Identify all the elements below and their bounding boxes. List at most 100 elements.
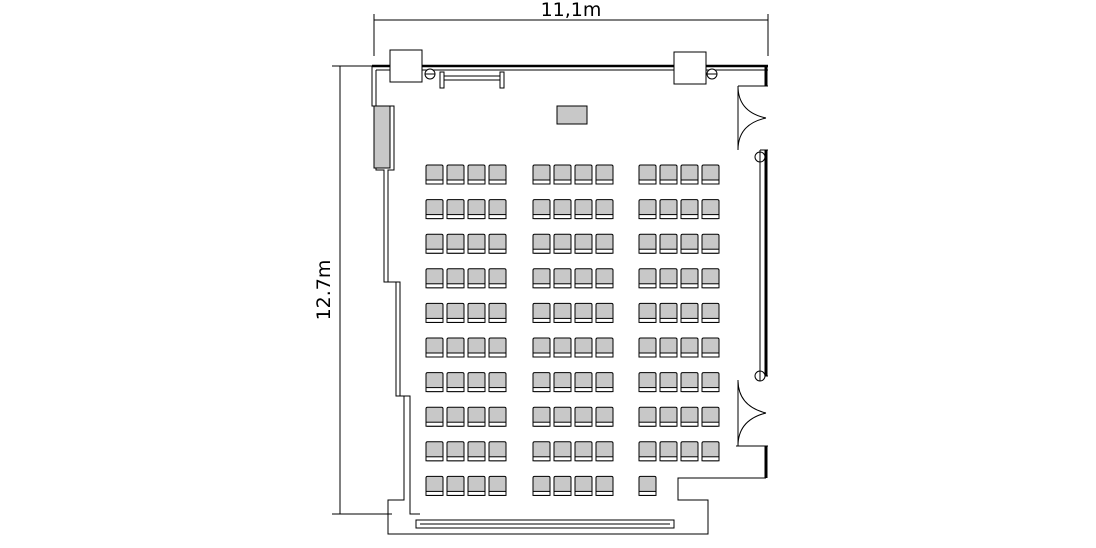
chair [425,406,444,427]
chair [701,441,720,462]
left-wall [371,66,416,535]
chair [701,164,720,185]
chair [553,337,572,358]
chair [532,441,551,462]
chair [574,164,593,185]
chair [467,372,486,393]
bottom-wall [409,477,766,535]
chair [680,372,699,393]
right-wall [736,85,768,478]
chair [425,441,444,462]
chair [467,302,486,323]
chair [467,475,486,496]
seating-area [425,164,720,496]
chair [680,199,699,220]
chair [659,337,678,358]
chair [659,233,678,254]
chair [553,199,572,220]
chair [425,302,444,323]
chair [595,164,614,185]
chair [446,337,465,358]
chair [595,199,614,220]
chair [595,475,614,496]
chair [574,372,593,393]
chair [574,441,593,462]
chair [638,337,657,358]
chair [488,441,507,462]
chair [446,475,465,496]
chair [574,199,593,220]
chair [467,233,486,254]
podium [556,105,588,125]
chair [446,164,465,185]
chair [701,233,720,254]
chair [595,406,614,427]
chair [574,475,593,496]
chair [595,268,614,289]
chair [425,372,444,393]
chair [638,233,657,254]
chair [532,302,551,323]
chair [638,372,657,393]
chair [638,164,657,185]
chair [638,268,657,289]
chair [574,268,593,289]
chair [659,164,678,185]
chair [467,441,486,462]
chair [446,199,465,220]
chair [553,372,572,393]
chair [574,233,593,254]
chair [488,199,507,220]
chair [488,406,507,427]
column-left [389,49,423,83]
chair [638,475,657,496]
double-door-upper [737,85,767,151]
chair [488,372,507,393]
chair [595,302,614,323]
projection-screen [439,71,505,89]
chair [638,441,657,462]
chair [467,337,486,358]
chair [680,268,699,289]
chair [701,406,720,427]
chair [659,372,678,393]
chair [488,475,507,496]
chair [488,164,507,185]
chair [467,268,486,289]
chair [532,372,551,393]
chair [467,164,486,185]
chair [553,164,572,185]
chair [553,441,572,462]
chair [701,337,720,358]
double-door-lower [737,379,767,447]
chair [574,406,593,427]
chair [488,233,507,254]
chair [446,372,465,393]
chair [488,302,507,323]
chair [701,268,720,289]
chair [574,302,593,323]
chair [488,337,507,358]
chair [595,233,614,254]
chair [532,164,551,185]
chair [532,406,551,427]
chair [680,337,699,358]
chair [680,233,699,254]
chair [446,406,465,427]
chair [446,441,465,462]
column-right [673,51,707,85]
chair [680,406,699,427]
chair [701,199,720,220]
chair [595,441,614,462]
chair [532,475,551,496]
chair [488,268,507,289]
chair [532,337,551,358]
chair [574,337,593,358]
chair [467,406,486,427]
top-wall [372,49,768,89]
chair [659,302,678,323]
chair [425,164,444,185]
chair [659,199,678,220]
chair [680,441,699,462]
chair [425,268,444,289]
